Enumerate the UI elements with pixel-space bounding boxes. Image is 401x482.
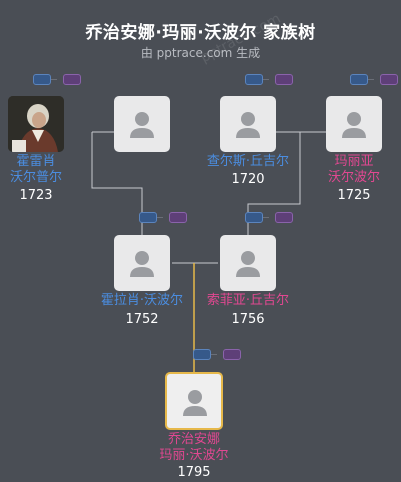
person-year-p5: 1752 [125,312,159,327]
person-name-p7-line2: 玛丽·沃波尔 [159,448,229,463]
person-year-p1: 1723 [19,188,53,203]
person-card-p4[interactable] [326,96,382,152]
person-name-p7-line1: 乔治安娜 [167,432,220,447]
person-name-p3: 查尔斯·丘吉尔 [206,154,290,169]
person-card-p1[interactable] [8,96,64,152]
person-card-p7-focus[interactable] [165,372,223,430]
person-name-p4-line2: 沃尔波尔 [327,170,380,185]
expand-mother-button[interactable] [380,74,398,85]
placeholder-avatar-icon [130,112,154,138]
page-subtitle: 由 pptrace.com 生成 [140,46,261,60]
person-card-p5[interactable] [114,235,170,291]
pill-connector [368,79,374,80]
pill-connector [211,354,217,355]
person-name-p5: 霍拉肖·沃波尔 [100,293,184,308]
expand-father-button[interactable] [139,212,157,223]
expand-mother-button[interactable] [223,349,241,360]
person-name-p1-line1: 霍雷肖 [16,154,56,169]
placeholder-avatar-icon [236,112,260,138]
placeholder-avatar-icon [183,390,207,416]
person-year-p4: 1725 [337,188,371,203]
person-year-p6: 1756 [231,312,265,327]
expand-father-button[interactable] [193,349,211,360]
expand-mother-button[interactable] [275,212,293,223]
person-card-p3[interactable] [220,96,276,152]
expand-mother-button[interactable] [63,74,81,85]
pill-connector [263,79,269,80]
pill-connector [157,217,163,218]
expand-mother-button[interactable] [275,74,293,85]
pill-connector [51,79,57,80]
expand-father-button[interactable] [33,74,51,85]
person-year-p3: 1720 [231,172,265,187]
person-name-p4-line1: 玛丽亚 [334,154,374,169]
pill-connector [263,217,269,218]
expand-father-button[interactable] [245,212,263,223]
placeholder-avatar-icon [342,112,366,138]
person-name-p6: 索菲亚·丘吉尔 [206,293,290,308]
placeholder-avatar-icon [236,251,260,277]
person-card-p6[interactable] [220,235,276,291]
person-name-p1-line2: 沃尔普尔 [9,170,62,185]
person-card-p2[interactable] [114,96,170,152]
person-year-p7: 1795 [177,465,211,480]
portrait-photo [8,96,64,152]
expand-father-button[interactable] [350,74,368,85]
placeholder-avatar-icon [130,251,154,277]
page-title: 乔治安娜·玛丽·沃波尔 家族树 [85,23,316,43]
expand-father-button[interactable] [245,74,263,85]
expand-mother-button[interactable] [169,212,187,223]
